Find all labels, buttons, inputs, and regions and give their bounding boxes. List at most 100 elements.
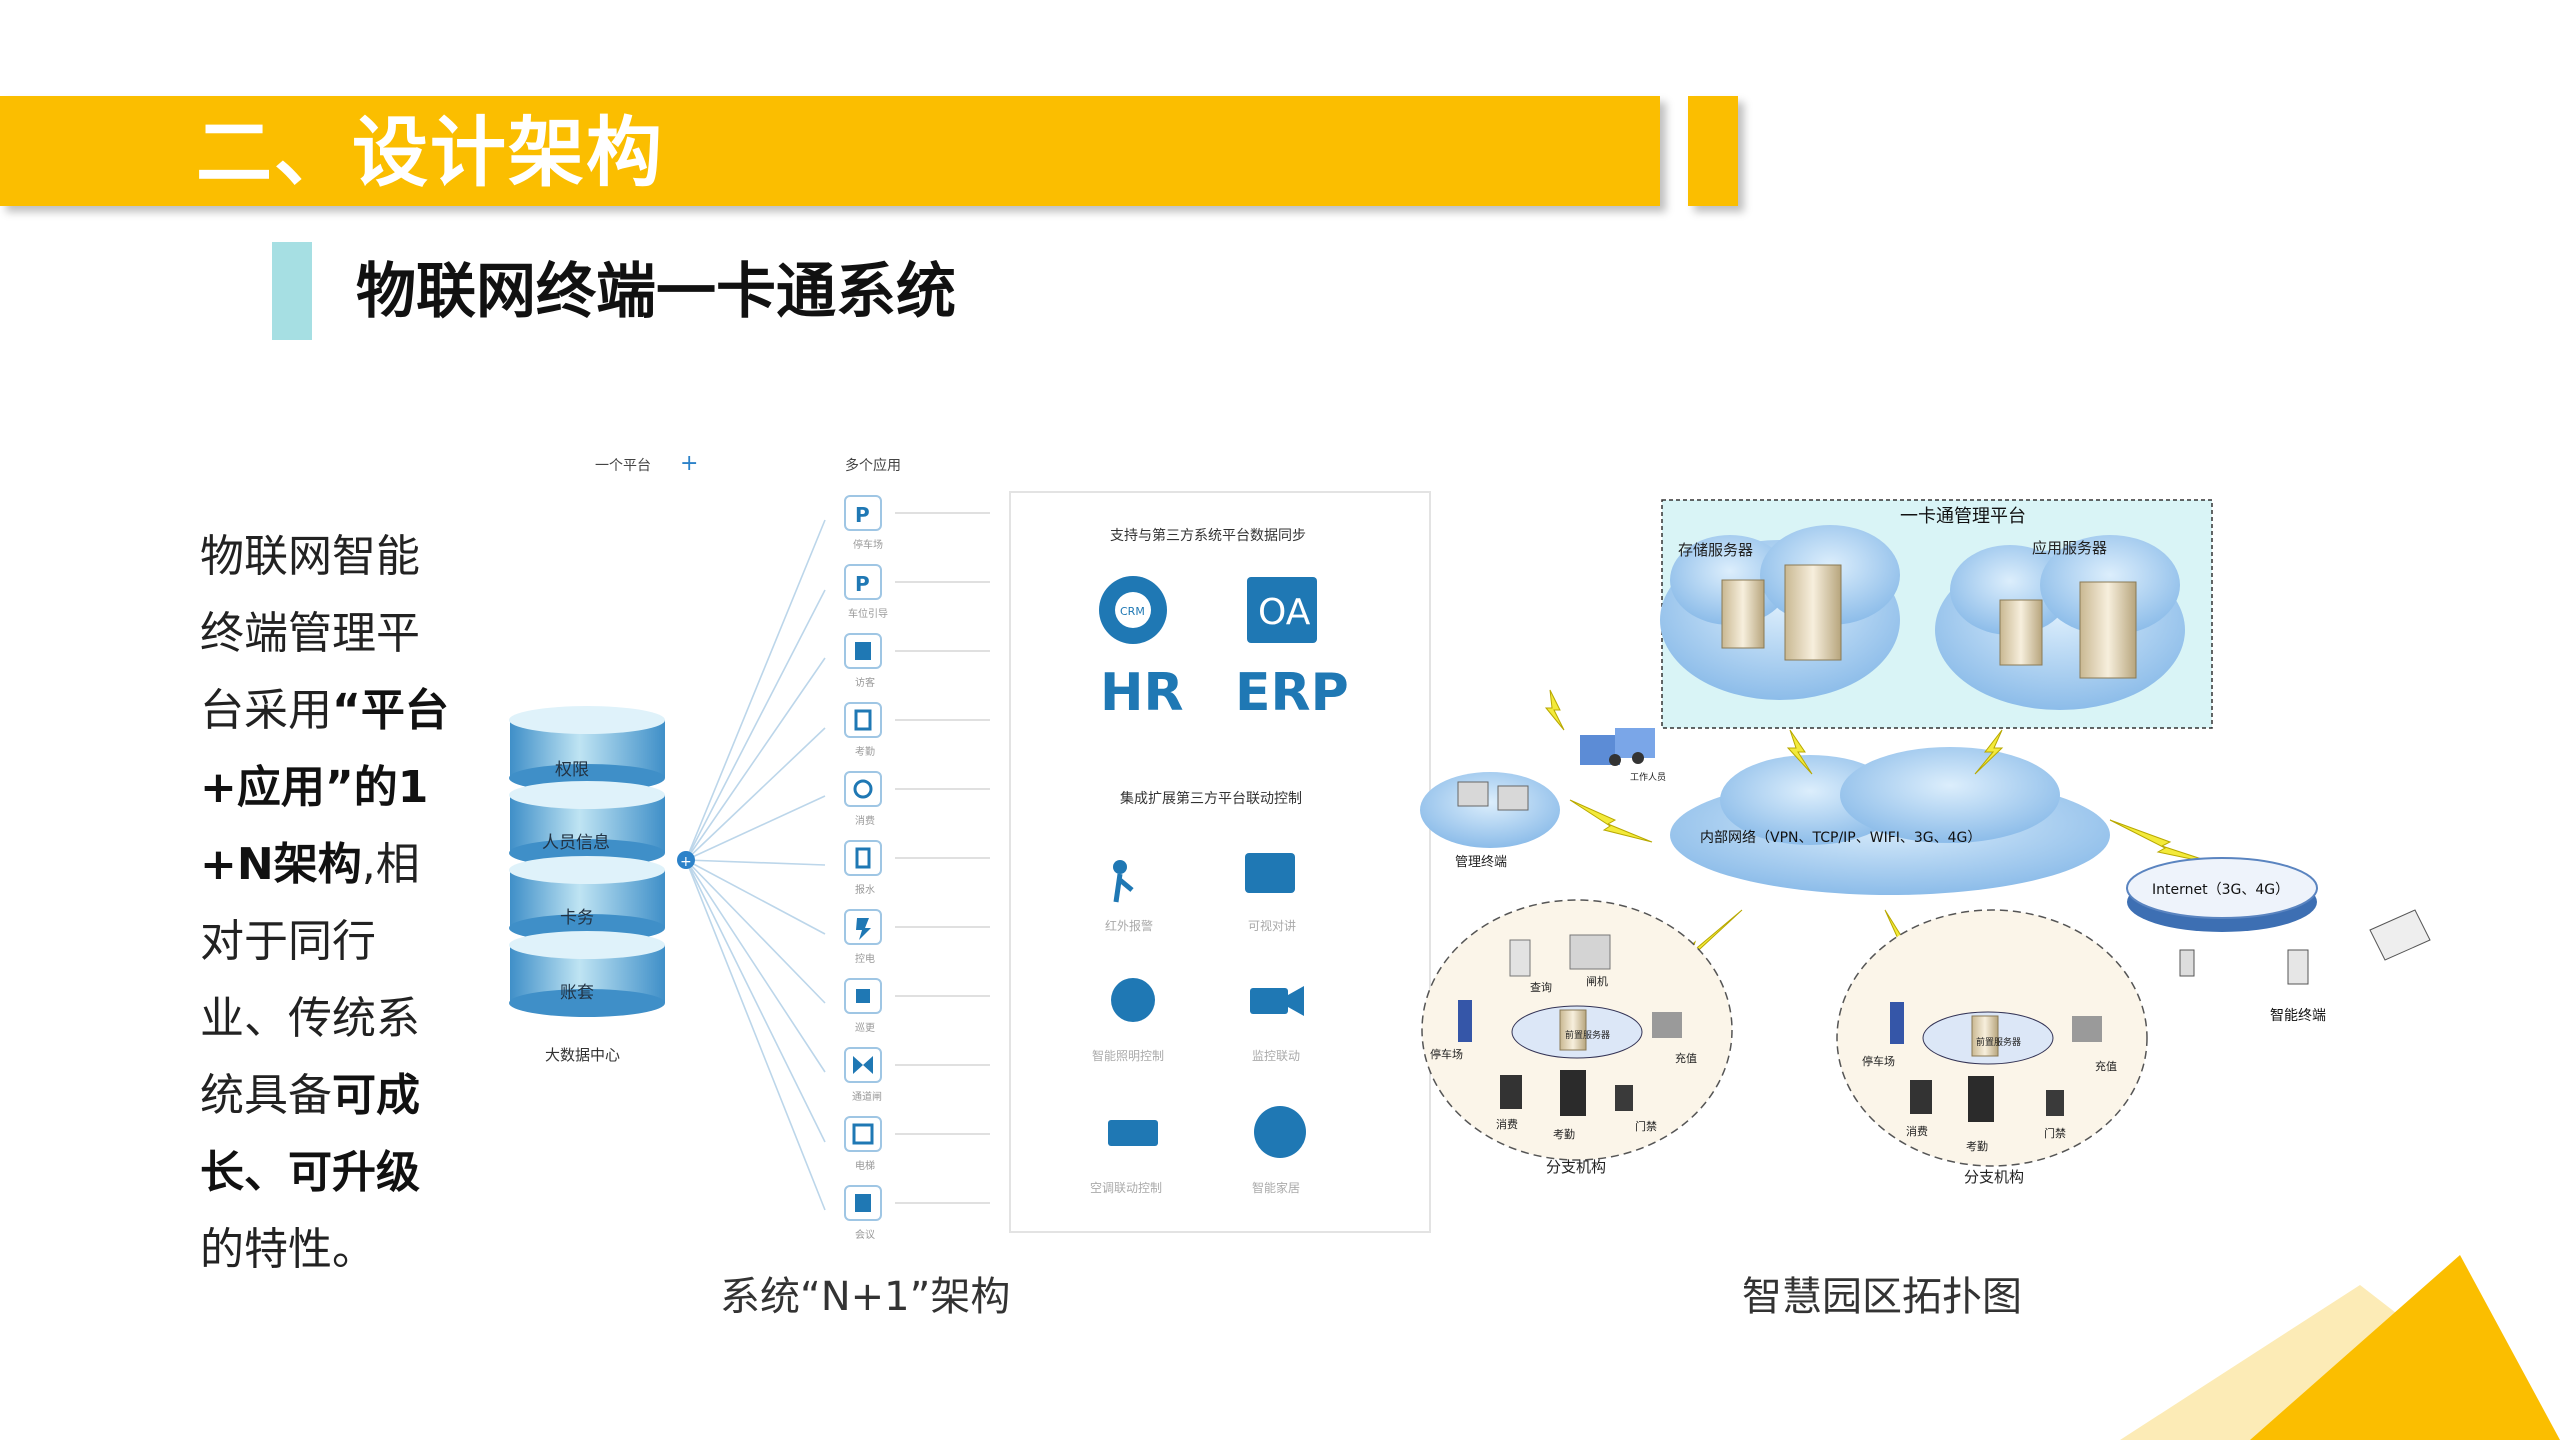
cctv-link-icon: 监控联动 (1250, 986, 1304, 1063)
erp-logo: ERP (1235, 663, 1349, 723)
app-attendance: 考勤 (844, 702, 882, 758)
branch1-door: 门禁 (1635, 1119, 1657, 1133)
svg-text:消费: 消费 (855, 814, 875, 827)
hub-plus-icon (677, 851, 695, 869)
branch-circle-1 (1421, 899, 1733, 1161)
branch2-recharge: 充值 (2095, 1059, 2117, 1073)
db-layer-label: 卡务 (560, 908, 594, 928)
computer-icon (1457, 781, 1489, 807)
pda-icon (2287, 949, 2309, 985)
svg-text:巡更: 巡更 (855, 1022, 875, 1034)
svg-text:CRM: CRM (1120, 605, 1145, 618)
fan-connectors (685, 519, 826, 1211)
svg-text:OA: OA (1258, 592, 1311, 633)
apps-label: 多个应用 (845, 457, 901, 474)
svg-text:智能家居: 智能家居 (1252, 1180, 1300, 1195)
platform-title: 一卡通管理平台 (1900, 506, 2026, 527)
svg-text:可视对讲: 可视对讲 (1248, 918, 1296, 933)
branch2-server: 前置服务器 (1976, 1036, 2021, 1048)
svg-text:智能照明控制: 智能照明控制 (1092, 1048, 1164, 1063)
svg-text:红外报警: 红外报警 (1105, 918, 1153, 933)
intro-text-2: ,相对于同行业、传统系统具备 (200, 839, 420, 1121)
db-layer-permissions: 权限 (509, 706, 665, 792)
mgmt-terminal-label: 管理终端 (1455, 854, 1507, 870)
video-intercom-icon: 可视对讲 (1245, 853, 1296, 933)
branch1-server: 前置服务器 (1565, 1029, 1610, 1041)
branch1-name: 分支机构 (1546, 1158, 1606, 1176)
infrared-alarm-icon: 红外报警 (1105, 860, 1153, 933)
lighting-control-icon: 智能照明控制 (1092, 978, 1164, 1063)
server-icon (1784, 564, 1842, 661)
intro-text-1: 物联网智能终端管理平台采用 (200, 531, 420, 736)
intro-bold-1: “平台+应用”的1+N架构 (200, 685, 449, 890)
staff-label: 工作人员 (1630, 771, 1666, 783)
internal-network-label: 内部网络（VPN、TCP/IP、WIFI、3G、4G） (1700, 830, 1981, 846)
app-patrol: 巡更 (844, 978, 882, 1034)
app-meeting: 会议 (844, 1185, 882, 1241)
svg-text:空调联动控制: 空调联动控制 (1090, 1181, 1162, 1195)
db-layer-label: 权限 (555, 760, 589, 780)
intro-text-3: 的特性。 (200, 1224, 376, 1275)
title-bar-tab (1688, 96, 1738, 206)
branch1-recharge: 充值 (1675, 1051, 1697, 1065)
svg-text:考勤: 考勤 (855, 745, 875, 758)
oa-logo: OA (1247, 577, 1317, 643)
intro-bold-2: 可成长、可升级 (200, 1070, 420, 1198)
plus-icon: + (680, 451, 698, 476)
app-cloud (1935, 535, 2185, 710)
sync-title: 支持与第三方系统平台数据同步 (1110, 527, 1306, 544)
phone-icon (2179, 949, 2195, 977)
branch-circle-2 (1836, 909, 2148, 1167)
server-icon (1999, 599, 2043, 666)
corner-decoration (2120, 1255, 2560, 1440)
intro-paragraph: 物联网智能终端管理平台采用“平台+应用”的1+N架构,相对于同行业、传统系统具备… (200, 518, 450, 1288)
branch1-attendance: 考勤 (1553, 1128, 1575, 1141)
svg-text:访客: 访客 (855, 676, 875, 689)
branch1-consume: 消费 (1496, 1117, 1518, 1131)
db-layer-personnel: 人员信息 (509, 781, 665, 867)
db-layer-label: 账套 (560, 983, 594, 1003)
platform-label: 一个平台 (595, 458, 651, 474)
svg-text:P: P (855, 572, 870, 596)
svg-text:车位引导: 车位引导 (848, 607, 888, 620)
branch1-parking: 停车场 (1430, 1047, 1463, 1061)
server-icon (2079, 581, 2137, 679)
computer-icon (1497, 785, 1529, 811)
app-space-guide: P 车位引导 (844, 564, 888, 620)
management-terminal-cloud (1420, 772, 1560, 848)
hr-logo: HR (1100, 663, 1184, 723)
svg-text:控电: 控电 (855, 952, 875, 965)
db-layer-accounts: 账套 (509, 931, 665, 1017)
app-server-label: 应用服务器 (2032, 539, 2107, 557)
db-layer-label: 人员信息 (542, 833, 610, 853)
branch2-parking: 停车场 (1862, 1054, 1895, 1068)
internet-disk (2126, 857, 2318, 932)
storage-server-label: 存储服务器 (1678, 541, 1753, 559)
panel-arrows (895, 512, 990, 1204)
topology-diagram: 一卡通管理平台 存储服务器 应用服务器 内部网络（VPN、TCP/IP、WIFI… (1420, 499, 2431, 1186)
branch1-query: 查询 (1530, 980, 1552, 994)
db-layer-card: 卡务 (509, 856, 665, 942)
svg-text:监控联动: 监控联动 (1252, 1049, 1300, 1063)
app-visitor: 访客 (844, 633, 882, 689)
server-icon (1721, 579, 1765, 649)
link-title: 集成扩展第三方平台联动控制 (1120, 790, 1302, 807)
data-center-label: 大数据中心 (545, 1046, 620, 1064)
caption-n1: 系统“N+1”架构 (720, 1274, 1011, 1320)
n1-architecture-diagram: 一个平台 + 多个应用 权限 人员信息 卡务 账套 大数据中心 (509, 451, 1431, 1241)
branch2-attendance: 考勤 (1966, 1140, 1988, 1153)
app-electricity: 控电 (844, 909, 882, 965)
smart-terminal-label: 智能终端 (2270, 1008, 2326, 1024)
staff-group (1580, 728, 1655, 766)
hub-plus-glyph: + (680, 854, 692, 870)
branch2-consume: 消费 (1906, 1124, 1928, 1138)
branch2-door: 门禁 (2044, 1126, 2066, 1140)
subtitle-marker (272, 242, 312, 340)
page-title: 二、设计架构 (196, 108, 664, 197)
title-bar (0, 96, 1660, 206)
crm-logo: CRM (1099, 576, 1167, 644)
svg-text:停车场: 停车场 (853, 538, 883, 551)
svg-text:报水: 报水 (855, 883, 875, 896)
internet-label: Internet（3G、4G） (2152, 882, 2289, 898)
